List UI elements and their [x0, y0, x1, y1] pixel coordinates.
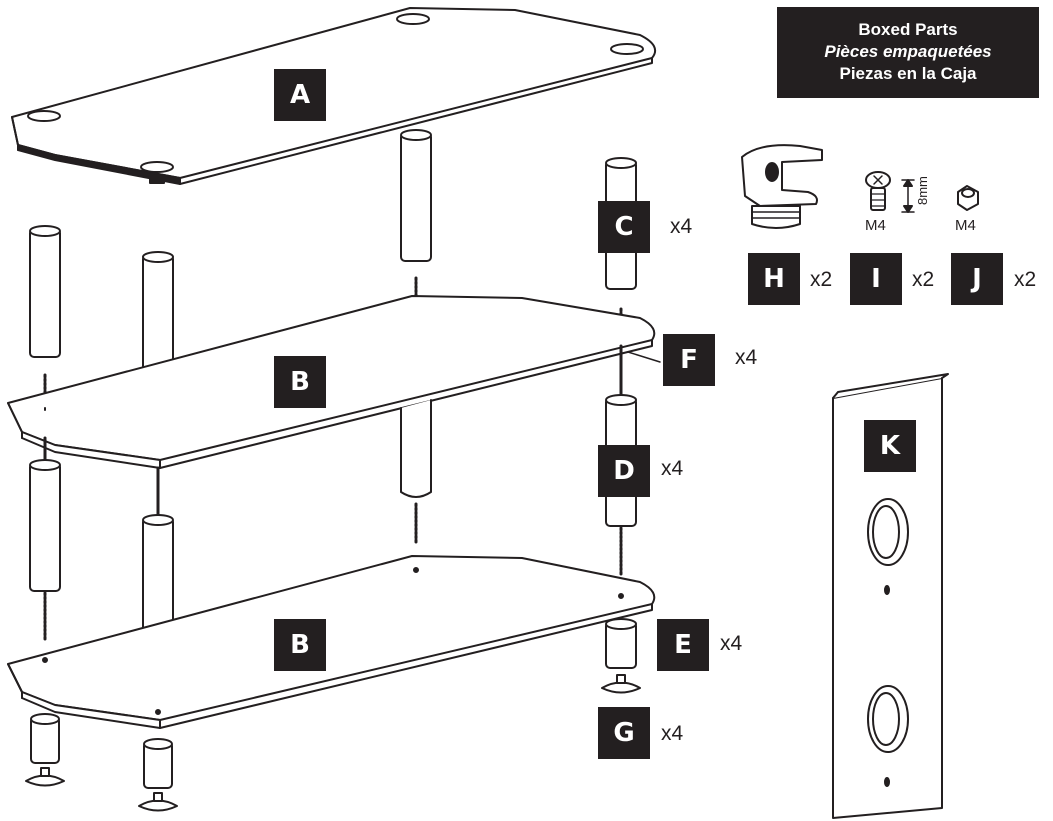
qty-e: x4 [720, 632, 743, 655]
label-b-lower: B [274, 619, 326, 671]
bracket-h [741, 144, 823, 229]
header-line-fr: Pièces empaquetées [824, 42, 992, 61]
qty-c: x4 [670, 215, 693, 238]
label-k: K [864, 420, 916, 472]
foot-left [25, 713, 65, 787]
label-d: D [598, 445, 650, 497]
post-left2-lower [142, 466, 174, 697]
qty-i: x2 [912, 268, 935, 291]
label-g: G [598, 707, 650, 759]
post-top-center [400, 129, 432, 313]
spec-j: M4 [955, 217, 976, 234]
qty-g: x4 [661, 722, 684, 745]
label-a: A [274, 69, 326, 121]
nut-j [957, 185, 979, 211]
label-b-upper: B [274, 356, 326, 408]
label-j: J [951, 253, 1003, 305]
label-i: I [850, 253, 902, 305]
header-line-en: Boxed Parts [858, 20, 958, 39]
boxed-parts-header: Boxed Parts Pièces empaquetées Piezas en… [777, 7, 1039, 98]
qty-j: x2 [1014, 268, 1037, 291]
panel-k [832, 373, 949, 819]
post-left-lower [29, 436, 61, 642]
qty-h: x2 [810, 268, 833, 291]
qty-f: x4 [735, 346, 758, 369]
spec-i: M4 [865, 217, 886, 234]
foot-e [605, 618, 637, 669]
post-center-lower [400, 399, 432, 544]
label-f: F [663, 334, 715, 386]
length-i: 8mm [915, 176, 930, 205]
screw-i [865, 171, 915, 213]
label-c: C [598, 201, 650, 253]
shelf-b-lower [7, 555, 656, 729]
label-h: H [748, 253, 800, 305]
qty-d: x4 [661, 457, 684, 480]
glide-g [601, 674, 641, 694]
header-line-es: Piezas en la Caja [839, 64, 977, 83]
shelf-a [11, 7, 656, 185]
label-e: E [657, 619, 709, 671]
rod-f [619, 344, 661, 402]
foot-left2 [138, 738, 178, 812]
post-left-top [29, 225, 61, 409]
shelf-b-upper [7, 295, 656, 469]
